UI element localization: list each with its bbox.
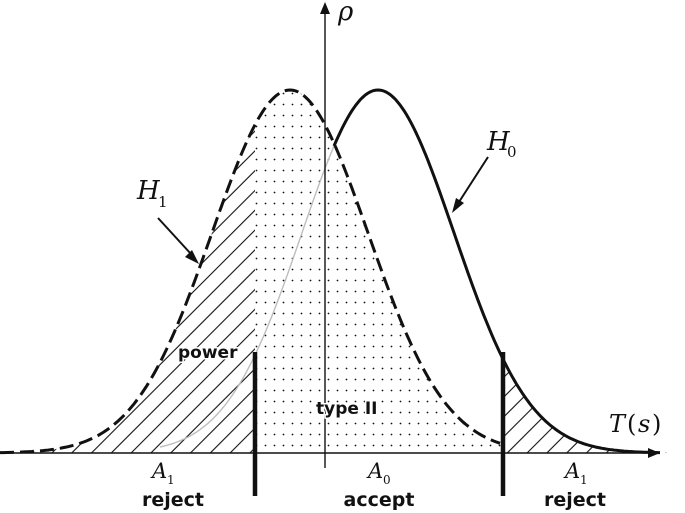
regions-layer <box>0 90 680 454</box>
region-left-label: A 1 reject <box>142 459 204 511</box>
region-right-label: A 1 reject <box>544 459 606 511</box>
h1-curve <box>0 88 501 455</box>
region-middle-subscript: 0 <box>383 473 391 487</box>
x-axis-label-paren-open: ( <box>627 410 636 438</box>
region-right-subscript: 1 <box>580 473 588 487</box>
x-axis-label: T ( s ) <box>609 410 661 438</box>
h1-label-subscript: 1 <box>158 193 168 211</box>
region-left-symbol: A <box>150 459 167 483</box>
power-annotation: power <box>178 343 238 363</box>
region-middle-label: A 0 accept <box>344 459 415 511</box>
h1-pointer-arrow-shaft <box>157 217 192 255</box>
region-left-reject-label: reject <box>142 489 204 511</box>
region-middle-symbol: A <box>366 459 383 483</box>
reject-right-hatched-fill <box>503 359 680 453</box>
x-axis-label-symbol: T <box>609 410 627 438</box>
h0-label-subscript: 0 <box>507 143 517 161</box>
h0-pointer-arrow-shaft <box>458 156 489 203</box>
region-middle-accept-label: accept <box>344 489 415 511</box>
y-axis-arrow-icon <box>320 2 330 14</box>
h1-pointer-arrow-icon <box>185 250 199 264</box>
h0-label-symbol: H <box>486 127 511 157</box>
reject-left-hatched-fill <box>0 124 255 454</box>
accept-region-dotted-fill <box>255 90 505 453</box>
x-axis-label-var: s <box>638 410 650 438</box>
h0-curve-hidden-part <box>159 145 335 448</box>
region-left-subscript: 1 <box>167 473 175 487</box>
region-right-reject-label: reject <box>544 489 606 511</box>
h0-curve <box>332 88 660 455</box>
type-ii-annotation: type II <box>316 399 377 419</box>
h0-pointer-arrow-icon <box>452 198 464 213</box>
h1-label-symbol: H <box>136 176 161 206</box>
y-axis-label: ρ <box>337 0 354 27</box>
pointer-arrows <box>157 156 489 264</box>
h1-label: H 1 <box>136 176 168 211</box>
x-axis-label-paren-close: ) <box>652 410 661 438</box>
region-right-symbol: A <box>563 459 580 483</box>
h0-label: H 0 <box>486 127 517 161</box>
